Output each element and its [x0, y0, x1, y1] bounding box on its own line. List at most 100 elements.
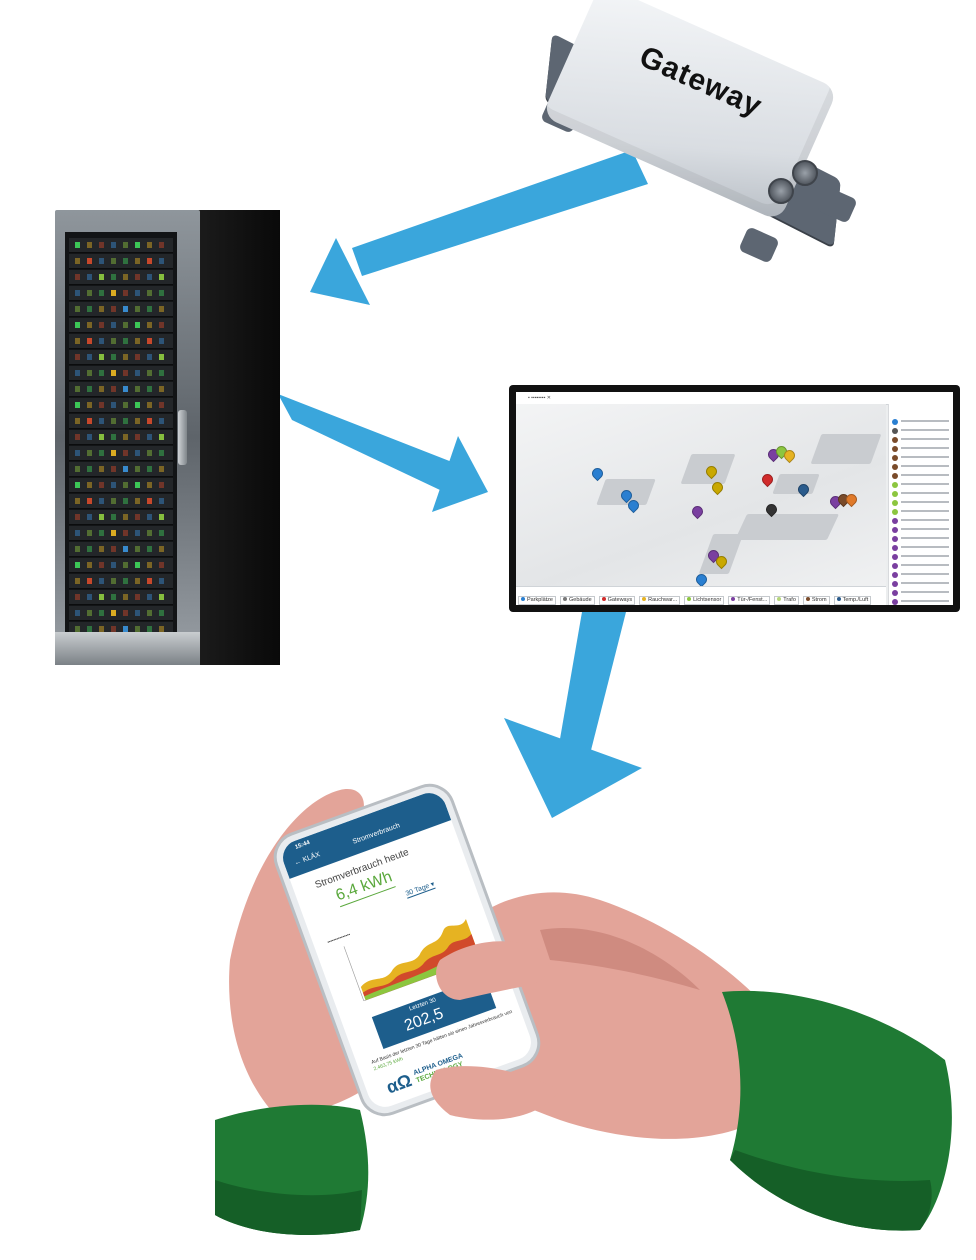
- sensor-list-item[interactable]: [892, 481, 952, 489]
- status-led: [135, 498, 140, 504]
- sensor-list-item[interactable]: [892, 472, 952, 480]
- sensor-list-item[interactable]: [892, 535, 952, 543]
- status-led: [123, 306, 128, 312]
- legend-item[interactable]: Temp./Luft: [833, 596, 872, 605]
- status-led: [147, 610, 152, 616]
- sensor-icon: [892, 599, 898, 605]
- status-led: [123, 274, 128, 280]
- sensor-list-item[interactable]: [892, 598, 952, 605]
- sensor-list-item[interactable]: [892, 427, 952, 435]
- legend-item[interactable]: Lichtsensor: [684, 596, 725, 605]
- legend-item[interactable]: Gebäude: [560, 596, 595, 605]
- legend-item[interactable]: Tür-/Fenst...: [728, 596, 771, 605]
- arrow-gateway-to-server: [310, 150, 648, 305]
- status-led: [87, 258, 92, 264]
- server-unit: [69, 366, 173, 381]
- status-led: [99, 626, 104, 632]
- legend-item[interactable]: Trafo: [774, 596, 799, 605]
- status-led: [159, 546, 164, 552]
- legend-item[interactable]: Parkplätze: [518, 596, 556, 605]
- status-led: [135, 578, 140, 584]
- sensor-label-placeholder: [901, 465, 949, 467]
- server-unit: [69, 606, 173, 621]
- sensor-label-placeholder: [901, 582, 949, 584]
- server-unit: [69, 334, 173, 349]
- status-led: [87, 354, 92, 360]
- sensor-list-item[interactable]: [892, 589, 952, 597]
- legend-item[interactable]: Gateways: [598, 596, 636, 605]
- map-tab[interactable]: ▪ ▪▪▪▪▪▪▪▪ ✕: [528, 395, 551, 401]
- status-led: [123, 578, 128, 584]
- status-led: [99, 370, 104, 376]
- sensor-list-item[interactable]: [892, 526, 952, 534]
- status-led: [159, 258, 164, 264]
- sensor-list-item[interactable]: [892, 490, 952, 498]
- chart-area-yellow: [360, 918, 481, 1001]
- status-led: [99, 354, 104, 360]
- legend-label: Trafo: [783, 597, 796, 603]
- sensor-icon: [892, 419, 898, 425]
- status-led: [147, 626, 152, 632]
- rack-door-handle: [178, 410, 187, 465]
- status-led: [159, 610, 164, 616]
- status-led: [99, 338, 104, 344]
- status-led: [135, 482, 140, 488]
- sensor-icon: [892, 500, 898, 506]
- sensor-list-item[interactable]: [892, 418, 952, 426]
- rack-base: [55, 632, 200, 665]
- status-led: [123, 466, 128, 472]
- sensor-list-item[interactable]: [892, 499, 952, 507]
- status-led: [111, 370, 116, 376]
- gateway-device: Gateway: [530, 0, 860, 270]
- sensor-list-item[interactable]: [892, 463, 952, 471]
- sensor-icon: [892, 428, 898, 434]
- server-unit: [69, 622, 173, 632]
- status-led: [147, 498, 152, 504]
- sensor-list-item[interactable]: [892, 544, 952, 552]
- sensor-list-item[interactable]: [892, 508, 952, 516]
- status-led: [123, 482, 128, 488]
- sensor-list-item[interactable]: [892, 553, 952, 561]
- status-led: [87, 530, 92, 536]
- sensor-list-item[interactable]: [892, 517, 952, 525]
- status-led: [87, 546, 92, 552]
- status-led: [147, 546, 152, 552]
- server-unit: [69, 462, 173, 477]
- status-led: [111, 306, 116, 312]
- server-unit: [69, 382, 173, 397]
- server-unit: [69, 430, 173, 445]
- status-led: [159, 306, 164, 312]
- status-led: [75, 242, 80, 248]
- status-led: [123, 338, 128, 344]
- legend-item[interactable]: Strom: [802, 596, 830, 605]
- legend-pin-icon: [777, 597, 782, 601]
- status-led: [147, 578, 152, 584]
- sensor-label-placeholder: [901, 456, 949, 458]
- status-led: [87, 610, 92, 616]
- sensor-list-item[interactable]: [892, 571, 952, 579]
- status-led: [147, 594, 152, 600]
- status-led: [111, 562, 116, 568]
- sensor-list-item[interactable]: [892, 445, 952, 453]
- status-led: [87, 274, 92, 280]
- status-led: [135, 322, 140, 328]
- status-led: [111, 594, 116, 600]
- sensor-label-placeholder: [901, 546, 949, 548]
- map-view[interactable]: [516, 404, 886, 586]
- status-led: [111, 434, 116, 440]
- status-led: [159, 482, 164, 488]
- status-led: [99, 450, 104, 456]
- sensor-list-item[interactable]: [892, 436, 952, 444]
- status-led: [75, 290, 80, 296]
- legend-label: Rauchwar...: [648, 597, 678, 603]
- status-led: [135, 514, 140, 520]
- sensor-list-item[interactable]: [892, 454, 952, 462]
- status-led: [87, 482, 92, 488]
- status-led: [99, 594, 104, 600]
- sensor-list-item[interactable]: [892, 580, 952, 588]
- sensor-list-item[interactable]: [892, 562, 952, 570]
- server-unit: [69, 302, 173, 317]
- status-led: [87, 242, 92, 248]
- legend-item[interactable]: Rauchwar...: [639, 596, 681, 605]
